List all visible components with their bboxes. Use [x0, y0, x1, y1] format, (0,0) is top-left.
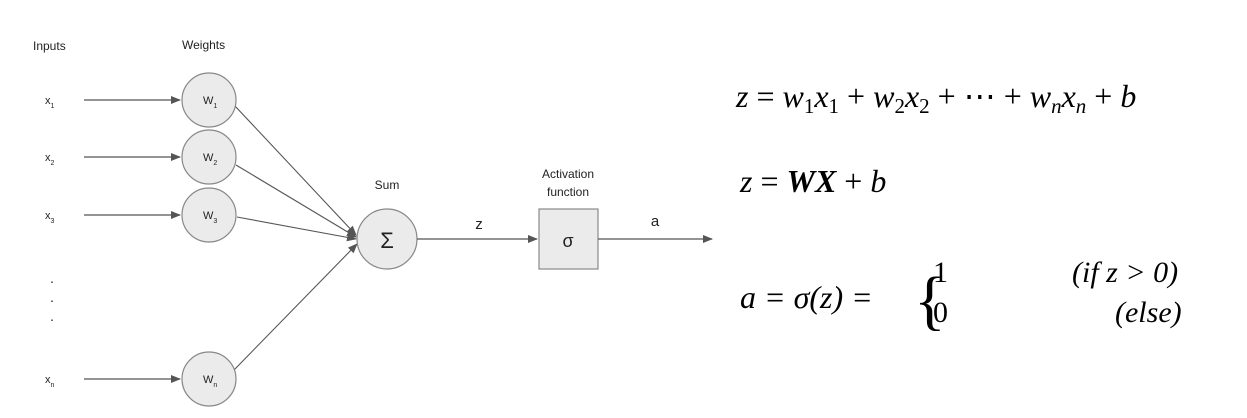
- case-1-value: 1: [933, 256, 948, 289]
- ellipsis-dot-2: .: [50, 289, 54, 305]
- input-label-1: x1: [45, 95, 55, 110]
- input-label-2: x2: [45, 152, 55, 167]
- weight-node-n: Wn: [181, 351, 237, 407]
- inputs-header: Inputs: [33, 39, 66, 53]
- weight-node-3: W3: [181, 187, 237, 243]
- weight-3-connection: [236, 216, 357, 242]
- ellipsis-dot-3: .: [50, 308, 54, 324]
- sum-node: Σ: [356, 208, 418, 270]
- weight-node-1: W1: [181, 72, 237, 128]
- sum-symbol: Σ: [380, 228, 394, 253]
- activation-header-line1: Activation: [542, 167, 594, 181]
- svg-text:W3: W3: [203, 210, 217, 225]
- equation-weighted-sum: z = w1x1 + w2x2 + ⋯ + wnxn + b: [735, 78, 1136, 118]
- svg-text:Wn: Wn: [203, 374, 217, 389]
- weight-1-connection: [234, 105, 357, 236]
- weight-node-2: W2: [181, 129, 237, 185]
- equation-activation-lhs: a = σ(z) =: [740, 279, 881, 315]
- case-1-condition: (if z > 0): [1072, 256, 1178, 289]
- ellipsis-dot-1: .: [50, 270, 54, 286]
- equation-activation-brace: {: [914, 264, 946, 337]
- svg-text:W2: W2: [203, 152, 217, 167]
- sum-header: Sum: [375, 178, 400, 192]
- input-label-n: xn: [45, 374, 55, 389]
- case-2-value: 0: [933, 296, 948, 329]
- weight-n-connection: [233, 243, 358, 371]
- output-label: a: [651, 213, 660, 230]
- weights-header: Weights: [182, 38, 225, 52]
- input-label-3: x3: [45, 210, 55, 225]
- activation-function-box: σ: [538, 208, 599, 270]
- activation-header-line2: function: [547, 185, 589, 199]
- sigma-symbol: σ: [562, 231, 573, 251]
- equation-matrix-form: z = WX + b: [739, 163, 886, 199]
- weight-2-connection: [235, 164, 357, 238]
- svg-text:W1: W1: [203, 95, 217, 110]
- case-2-condition: (else): [1115, 296, 1182, 329]
- z-label: z: [475, 216, 483, 233]
